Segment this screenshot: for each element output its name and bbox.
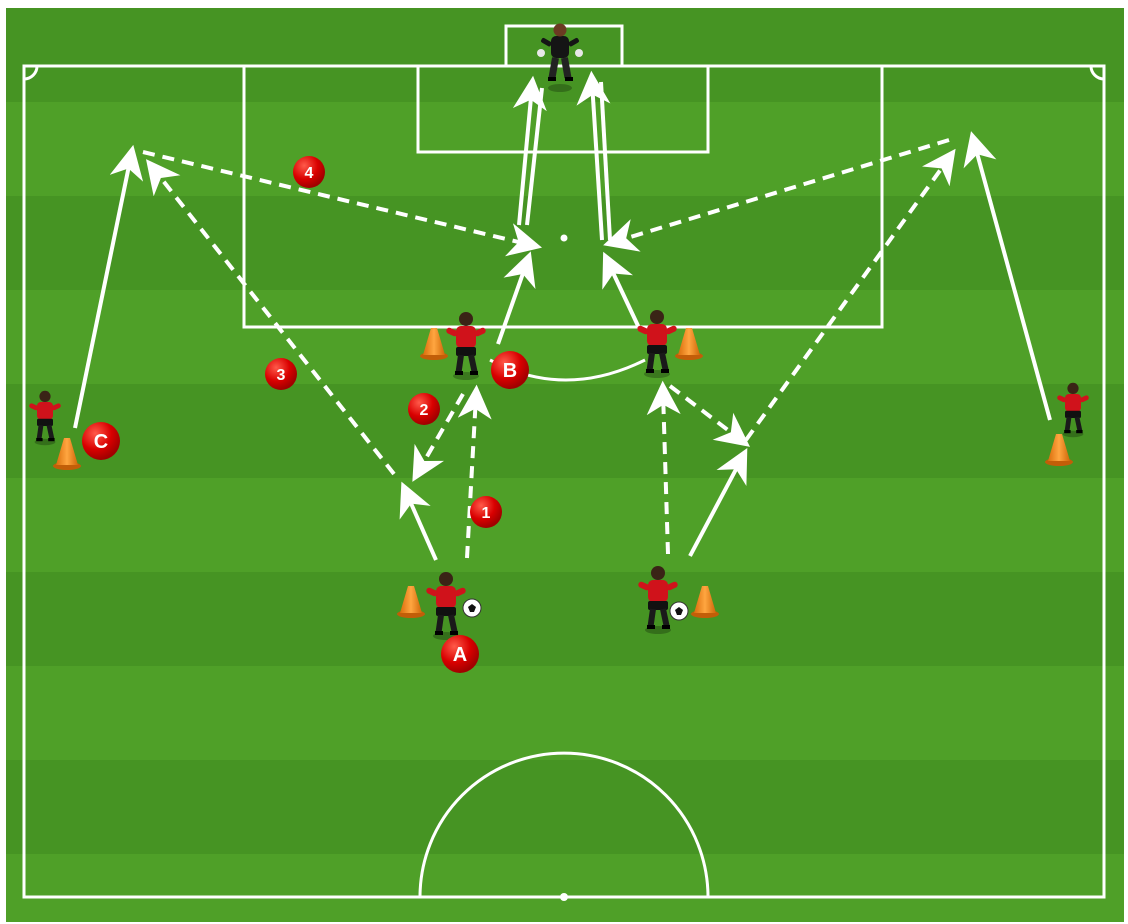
svg-text:1: 1 [482, 505, 491, 522]
penalty-spot [561, 235, 568, 242]
football-icon [463, 599, 481, 617]
grass-stripe [6, 572, 1124, 666]
svg-text:4: 4 [305, 165, 314, 182]
svg-text:3: 3 [277, 367, 286, 384]
grass-stripe [6, 196, 1124, 290]
player-label-a: A [441, 635, 479, 673]
grass-stripe [6, 760, 1124, 854]
grass-stripe [6, 384, 1124, 478]
svg-text:B: B [503, 360, 517, 382]
step-marker-2: 2 [408, 393, 440, 425]
svg-text:A: A [453, 644, 467, 666]
svg-text:2: 2 [420, 402, 429, 419]
player-label-c: C [82, 422, 120, 460]
step-marker-3: 3 [265, 358, 297, 390]
step-marker-1: 1 [470, 496, 502, 528]
player-label-b: B [491, 351, 529, 389]
step-marker-4: 4 [293, 156, 325, 188]
svg-text:C: C [94, 431, 108, 453]
center-spot [560, 893, 568, 901]
football-icon [670, 602, 688, 620]
